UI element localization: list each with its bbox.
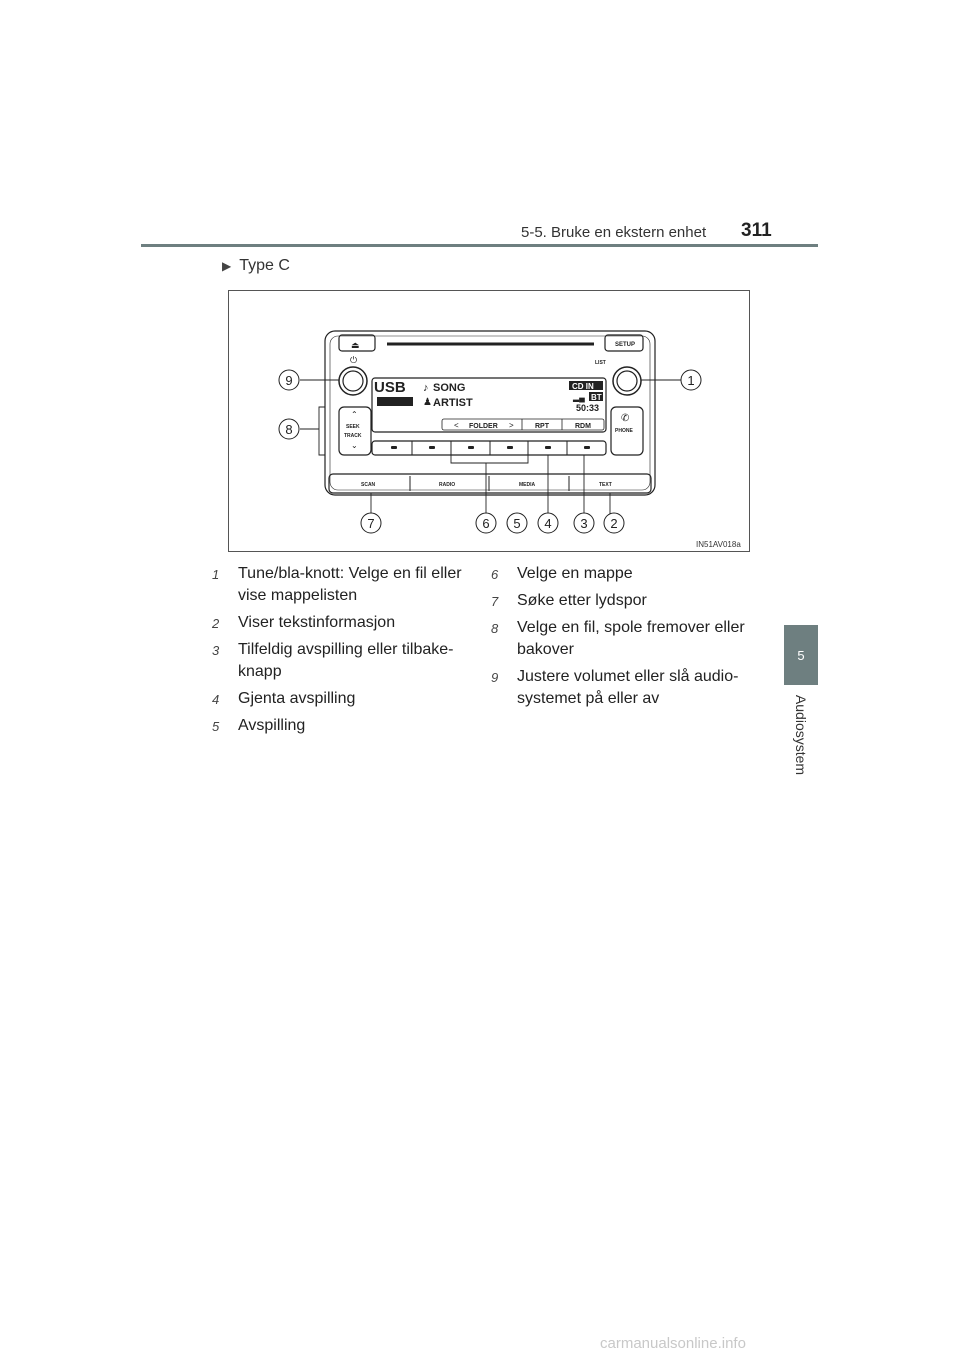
usb-device-icon bbox=[377, 397, 413, 406]
chapter-number: 5 bbox=[797, 647, 805, 663]
callout-5: 5 bbox=[513, 516, 520, 531]
callout-circles bbox=[278, 369, 702, 534]
legend-left: 1 Tune/bla-knott: Velge en fil eller vise… bbox=[212, 563, 477, 742]
audio-unit-figure: USB ♪ SONG ♟ ARTIST CD IN BT ▂▄ 50:33 < … bbox=[228, 290, 750, 552]
tune-knob bbox=[612, 366, 642, 396]
header-rule bbox=[141, 244, 818, 247]
page-number: 311 bbox=[741, 220, 772, 241]
setup-label: SETUP bbox=[615, 342, 635, 348]
power-icon: ⏻ bbox=[350, 355, 357, 365]
triangle-bullet-icon: ▶ bbox=[222, 259, 232, 273]
seek-down-icon: ⌄ bbox=[351, 441, 358, 450]
tune-knob-inner bbox=[616, 370, 638, 392]
legend-number: 8 bbox=[491, 621, 499, 636]
phone-icon: ✆ bbox=[621, 413, 629, 424]
legend-item: 2 Viser tekstinformasjon bbox=[212, 612, 477, 634]
softkey-rpt: RPT bbox=[535, 423, 550, 430]
bottom-button-row bbox=[328, 473, 652, 494]
preset-marks bbox=[391, 446, 590, 449]
list-label: LIST bbox=[595, 360, 606, 366]
legend-text: Viser tekstinformasjon bbox=[238, 614, 396, 631]
music-note-icon: ♪ bbox=[423, 382, 429, 394]
callout-3: 3 bbox=[580, 516, 587, 531]
bt-badge: BT bbox=[591, 393, 602, 402]
legend-number: 5 bbox=[212, 719, 220, 734]
seek-label: SEEK bbox=[346, 424, 360, 430]
setup-button bbox=[604, 334, 644, 352]
callout-8: 8 bbox=[285, 422, 292, 437]
media-label: MEDIA bbox=[519, 482, 536, 488]
callout-4: 4 bbox=[544, 516, 551, 531]
callout-7: 7 bbox=[367, 516, 374, 531]
legend-item: 6 Velge en mappe bbox=[491, 563, 751, 585]
legend-text: Tune/bla-knott: Velge en fil eller vise … bbox=[238, 565, 462, 604]
legend-item: 5 Avspilling bbox=[212, 715, 477, 737]
display-source: USB bbox=[374, 379, 406, 396]
subheading-text: Type C bbox=[239, 257, 290, 274]
cd-in-badge: CD IN bbox=[572, 382, 594, 391]
callout-leaders bbox=[300, 379, 681, 522]
callout-2: 2 bbox=[610, 516, 617, 531]
audio-unit-illustration: USB ♪ SONG ♟ ARTIST CD IN BT ▂▄ 50:33 < … bbox=[278, 330, 702, 534]
scan-label: SCAN bbox=[361, 482, 376, 488]
radio-label: RADIO bbox=[439, 482, 455, 488]
unit-inner-outline bbox=[329, 335, 651, 491]
legend-number: 4 bbox=[212, 692, 220, 707]
legend-number: 9 bbox=[491, 670, 499, 685]
softkey-folder: FOLDER bbox=[469, 423, 498, 430]
volume-knob-inner bbox=[342, 370, 364, 392]
chapter-tab: 5 bbox=[784, 625, 818, 685]
subheading: ▶ Type C bbox=[222, 257, 290, 275]
legend-item: 9 Justere volumet eller slå audio-systeme… bbox=[491, 666, 751, 710]
section-title: 5-5. Bruke en ekstern enhet bbox=[521, 224, 707, 241]
legend-item: 7 Søke etter lydspor bbox=[491, 590, 751, 612]
legend-number: 2 bbox=[212, 616, 220, 631]
phone-label: PHONE bbox=[615, 428, 633, 434]
track-label: TRACK bbox=[344, 433, 362, 439]
legend-number: 3 bbox=[212, 643, 220, 658]
eject-button bbox=[338, 334, 376, 352]
preset-dividers bbox=[409, 441, 570, 491]
legend-text: Velge en mappe bbox=[517, 565, 633, 582]
text-label: TEXT bbox=[599, 482, 612, 488]
seek-track-button bbox=[338, 406, 372, 456]
legend-number: 6 bbox=[491, 567, 499, 582]
seek-up-icon: ⌃ bbox=[351, 410, 358, 419]
legend-right: 6 Velge en mappe 7 Søke etter lydspor 8 Vel… bbox=[491, 563, 751, 715]
chapter-label: Audiosystem bbox=[793, 694, 809, 776]
legend-item: 3 Tilfeldig avspilling eller tilbake-knap… bbox=[212, 639, 477, 683]
legend-text: Tilfeldig avspilling eller tilbake-knapp bbox=[238, 641, 454, 680]
display-song: SONG bbox=[433, 382, 465, 394]
legend-number: 1 bbox=[212, 567, 220, 582]
folder-prev-icon: < bbox=[454, 421, 459, 430]
callout-9: 9 bbox=[285, 373, 292, 388]
legend-item: 1 Tune/bla-knott: Velge en fil eller vise… bbox=[212, 563, 477, 607]
callout-1: 1 bbox=[687, 373, 694, 388]
legend-text: Gjenta avspilling bbox=[238, 690, 356, 707]
legend-text: Velge en fil, spole fremover eller bakov… bbox=[517, 619, 745, 658]
legend-text: Søke etter lydspor bbox=[517, 592, 647, 609]
watermark: carmanualsonline.info bbox=[600, 1335, 746, 1352]
softkey-strip bbox=[441, 418, 605, 431]
phone-button bbox=[610, 406, 644, 456]
legend-text: Avspilling bbox=[238, 717, 306, 734]
person-icon: ♟ bbox=[423, 397, 432, 408]
legend-text: Justere volumet eller slå audio-systemet… bbox=[517, 668, 739, 707]
volume-knob bbox=[338, 366, 368, 396]
display-artist: ARTIST bbox=[433, 397, 473, 409]
softkey-rdm: RDM bbox=[575, 423, 591, 430]
callout-6: 6 bbox=[482, 516, 489, 531]
legend-item: 4 Gjenta avspilling bbox=[212, 688, 477, 710]
unit-outline bbox=[324, 330, 656, 496]
preset-button-row bbox=[371, 440, 607, 456]
eject-icon: ⏏ bbox=[351, 340, 360, 350]
folder-next-icon: > bbox=[509, 421, 514, 430]
legend-item: 8 Velge en fil, spole fremover eller bako… bbox=[491, 617, 751, 661]
legend-number: 7 bbox=[491, 594, 499, 609]
display-time: 50:33 bbox=[576, 403, 599, 413]
signal-icon: ▂▄ bbox=[572, 393, 585, 403]
figure-code: IN51AV018a bbox=[696, 540, 741, 549]
display-panel bbox=[371, 377, 607, 433]
